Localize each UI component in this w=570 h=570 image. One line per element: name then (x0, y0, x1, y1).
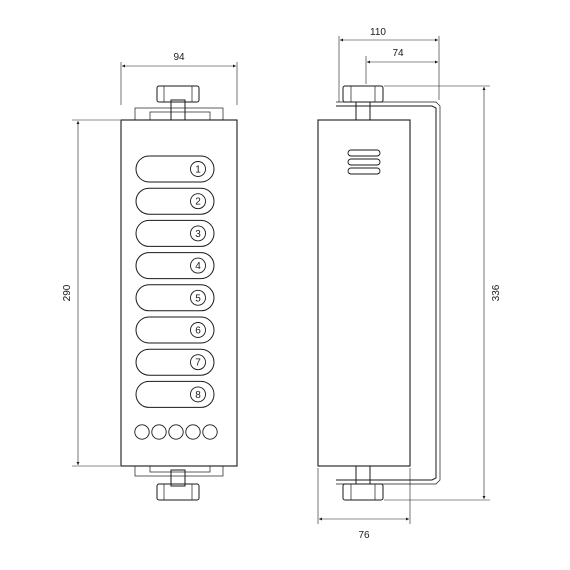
side-outer-depth-dimension: 110 (338, 27, 440, 102)
side-inner-depth-dimension: 74 (365, 48, 438, 84)
side-body-depth-dimension: 76 (317, 468, 411, 541)
side-wall-bracket (336, 101, 441, 485)
side-height-label: 336 (491, 284, 502, 301)
front-bottom-bracket (134, 465, 224, 501)
bell-button[interactable]: 6 (135, 316, 215, 344)
bell-button[interactable]: 1 (135, 155, 215, 183)
front-height-label: 290 (62, 284, 73, 301)
bell-button[interactable]: 5 (135, 284, 215, 312)
bell-buttons: 1 2 3 4 5 6 7 8 (135, 155, 215, 408)
bell-button-number: 4 (195, 261, 201, 272)
bell-button-number: 8 (195, 390, 201, 401)
bell-button[interactable]: 8 (135, 380, 215, 408)
front-height-dimension: 290 (62, 119, 120, 467)
vent-slot (347, 167, 381, 175)
front-width-label: 94 (173, 52, 185, 63)
speaker-hole (151, 424, 167, 440)
side-top-knob (342, 85, 384, 121)
side-view: 110 74 336 76 (317, 27, 502, 541)
speaker-hole (202, 424, 218, 440)
speaker-hole (134, 424, 150, 440)
bell-button-number: 6 (195, 326, 201, 337)
bell-button[interactable]: 4 (135, 252, 215, 280)
side-bottom-knob (342, 465, 384, 501)
side-housing (317, 119, 411, 467)
bell-button[interactable]: 7 (135, 348, 215, 376)
bell-button-number: 7 (195, 358, 201, 369)
side-inner-depth-label: 74 (392, 48, 404, 59)
bell-button[interactable]: 2 (135, 187, 215, 215)
vent-slot (347, 149, 381, 157)
side-height-dimension: 336 (384, 85, 502, 501)
speaker-holes (134, 424, 218, 440)
vent-slots (347, 149, 381, 175)
bell-button-number: 3 (195, 229, 201, 240)
front-top-bracket (134, 85, 224, 121)
bell-button-number: 2 (195, 197, 201, 208)
bell-button-number: 1 (195, 165, 201, 176)
bell-button[interactable]: 3 (135, 219, 215, 247)
front-width-dimension: 94 (120, 52, 238, 105)
side-body-depth-label: 76 (358, 530, 370, 541)
front-view: 94 290 1 2 3 4 5 6 7 8 (62, 52, 238, 501)
vent-slot (347, 158, 381, 166)
bell-button-number: 5 (195, 293, 201, 304)
speaker-hole (185, 424, 201, 440)
side-outer-depth-label: 110 (370, 27, 386, 38)
speaker-hole (168, 424, 184, 440)
